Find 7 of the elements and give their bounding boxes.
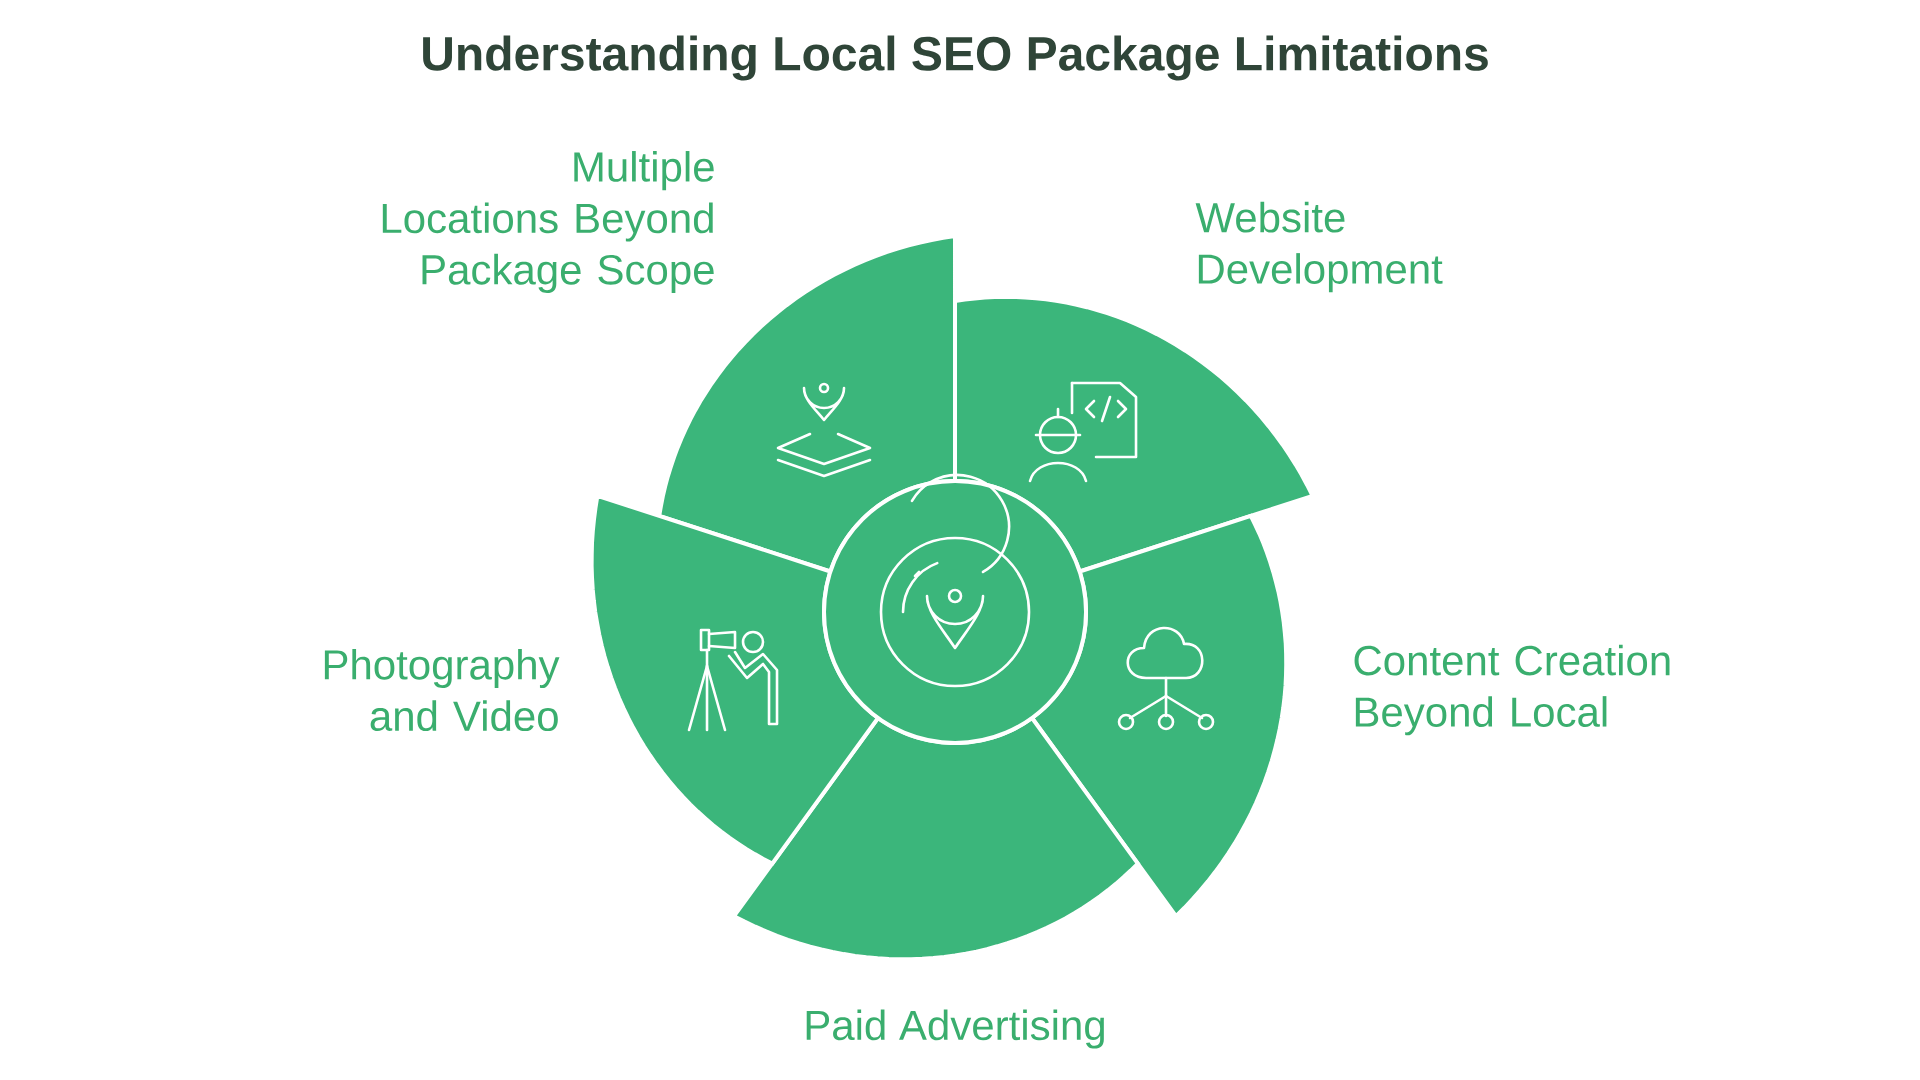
node-label: Multiple Locations Beyond Package Scope [382, 151, 714, 293]
node-label: Content Creation Beyond Local [1354, 644, 1670, 736]
node-label: Paid Advertising [806, 1009, 1104, 1049]
center-circle [822, 479, 1088, 745]
node-label: Photography and Video [324, 648, 560, 732]
title: Understanding Local SEO Package Limitations [423, 35, 1488, 81]
node-label: Website Development [1195, 201, 1443, 293]
